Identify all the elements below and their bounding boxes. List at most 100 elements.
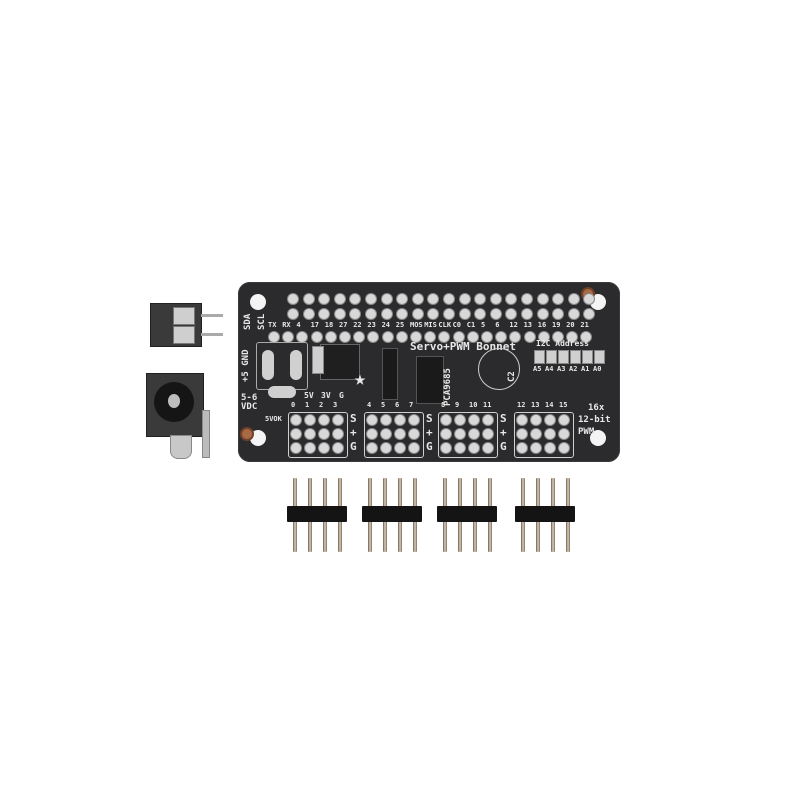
servo-pin-hole: [455, 443, 465, 453]
servo-pin-hole: [319, 415, 329, 425]
gpio-label: 6: [495, 321, 500, 329]
row-label: G: [350, 440, 357, 453]
row-label: +: [350, 426, 357, 439]
row-label: S: [426, 412, 433, 425]
gpio-breakout-hole: [340, 332, 350, 342]
gpio-breakout-hole: [553, 332, 563, 342]
gpio-hole: [288, 309, 298, 319]
servo-pin-hole: [517, 415, 527, 425]
servo-channel-label: 5: [381, 401, 386, 409]
jack-pad: [268, 386, 296, 398]
address-jumper-pad: [594, 350, 605, 364]
gpio-breakout-hole: [453, 332, 464, 342]
silk-sda: SDA: [243, 313, 253, 330]
servo-channel-label: 15: [559, 401, 568, 409]
row-label: S: [500, 412, 507, 425]
gpio-breakout-hole: [311, 332, 322, 342]
gpio-hole: [568, 309, 579, 319]
gpio-hole: [366, 309, 376, 319]
gpio-hole: [506, 309, 517, 319]
servo-pin-hole: [381, 443, 391, 453]
servo-group-2: [438, 412, 498, 458]
mosfet-array: [382, 348, 398, 400]
pca9685-chip: [416, 356, 444, 404]
gpio-label: 12: [509, 321, 518, 329]
gpio-label: C0: [452, 321, 462, 329]
gpio-hole: [412, 309, 423, 319]
gpio-breakout-hole: [396, 332, 407, 342]
silk-rail-g: G: [339, 391, 344, 400]
gpio-hole: [303, 294, 314, 304]
gpio-breakout-hole: [297, 332, 308, 342]
gpio-hole: [381, 294, 392, 304]
gpio-label: CLK: [438, 321, 452, 329]
servo-group-3: [514, 412, 574, 458]
pin-header-1: [362, 478, 424, 554]
servo-pin-hole: [469, 443, 479, 453]
gpio-label: 19: [552, 321, 561, 329]
gpio-hole: [428, 294, 439, 304]
servo-pin-hole: [291, 415, 301, 425]
dc-barrel-jack: [146, 373, 204, 437]
servo-pin-hole: [291, 443, 301, 453]
row-label: +: [500, 426, 507, 439]
gpio-label: 23: [367, 321, 376, 329]
servo-pin-hole: [395, 443, 405, 453]
jack-pin: [168, 394, 180, 408]
terminal-pad-2: [290, 350, 302, 380]
gpio-hole: [334, 294, 345, 304]
gpio-label: 13: [523, 321, 533, 329]
servo-pin-hole: [441, 443, 451, 453]
servo-pin-hole: [559, 415, 569, 425]
servo-pin-hole: [333, 415, 343, 425]
gpio-breakout-hole: [425, 332, 436, 342]
silk-feature-3: PWM: [578, 427, 595, 437]
silk-terminal-label: +5 GND: [241, 349, 251, 382]
mount-hole-bl: [250, 430, 266, 446]
gpio-hole: [537, 309, 548, 319]
gpio-hole: [412, 294, 423, 304]
pin-header-2: [437, 478, 499, 554]
address-jumper-pad: [534, 350, 545, 364]
address-jumper-pad: [546, 350, 557, 364]
gpio-hole: [459, 309, 470, 319]
gpio-breakout-hole: [524, 332, 535, 342]
gpio-label: MOS: [410, 321, 423, 329]
gpio-hole: [506, 294, 517, 304]
servo-channel-label: 2: [319, 401, 324, 409]
gpio-breakout-hole: [482, 332, 492, 342]
gpio-label: 24: [381, 321, 391, 329]
silk-feature-1: 16x: [588, 403, 605, 413]
gpio-breakout-hole: [581, 332, 592, 342]
servo-pin-hole: [469, 429, 479, 439]
servo-pin-hole: [333, 429, 343, 439]
servo-channel-label: 11: [483, 401, 492, 409]
address-label: A3: [557, 365, 566, 373]
address-label: A4: [545, 365, 554, 373]
silk-chip-label: PCA9685: [443, 368, 453, 406]
row-label: S: [350, 412, 357, 425]
terminal-pad-1: [262, 350, 274, 380]
terminal-lead-2: [201, 333, 223, 336]
gpio-label: TX: [268, 321, 277, 329]
gpio-breakout-hole: [411, 332, 421, 342]
servo-pin-hole: [305, 443, 315, 453]
jack-tab-side: [202, 410, 210, 458]
header-plastic-body: [437, 506, 497, 522]
gpio-breakout-hole: [368, 332, 379, 342]
servo-pin-hole: [441, 429, 451, 439]
servo-pin-hole: [441, 415, 451, 425]
gpio-hole: [350, 309, 361, 319]
gpio-hole: [459, 294, 470, 304]
servo-channel-label: 13: [531, 401, 540, 409]
silk-input-voltage: 5-6 VDC: [241, 393, 258, 412]
servo-pin-hole: [367, 429, 377, 439]
servo-channel-label: 12: [517, 401, 526, 409]
servo-group-1: [364, 412, 424, 458]
gpio-breakout-hole: [354, 332, 365, 342]
silk-5vok: 5VOK: [265, 415, 282, 423]
silk-rail-5v: 5V: [304, 391, 314, 400]
pin-header-3: [515, 478, 577, 554]
header-plastic-body: [287, 506, 347, 522]
address-label: A2: [569, 365, 578, 373]
